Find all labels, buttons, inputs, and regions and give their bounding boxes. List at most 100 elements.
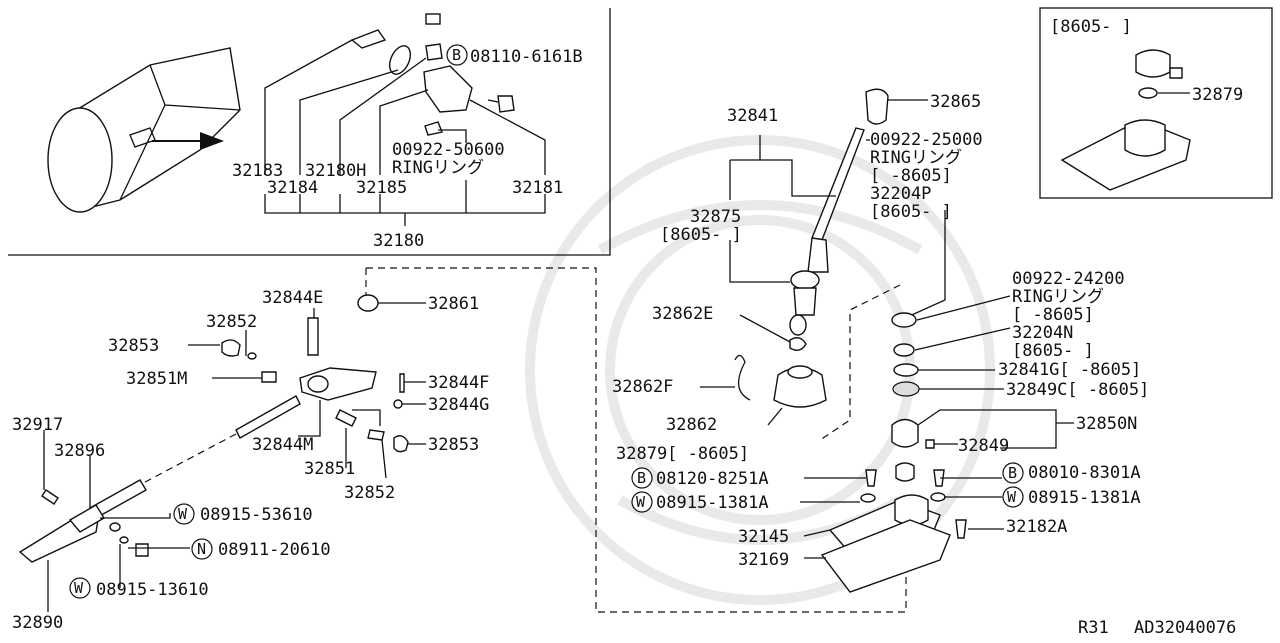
label-32852-bottom: 32852 — [344, 483, 395, 503]
badge-b2-letter: B — [1008, 464, 1017, 482]
transmission-illustration — [47, 47, 241, 213]
label-08110-6161B: 08110-6161B — [470, 47, 583, 67]
label-32879-inset: 32879 — [1192, 85, 1243, 105]
badge-w4-letter: W — [74, 579, 84, 597]
label-32841: 32841 — [727, 106, 778, 126]
inset-border — [8, 8, 611, 256]
badge-w1-letter: W — [636, 493, 646, 511]
label-08915-13610: 08915-13610 — [96, 580, 209, 600]
badge-w2-letter: W — [1007, 488, 1017, 506]
dashed-boundary — [366, 267, 907, 613]
label-08915-53610: 08915-53610 — [200, 505, 313, 525]
label-32879: 32879[ -8605] — [616, 444, 749, 464]
label-32853-right: 32853 — [428, 435, 479, 455]
lever-ball — [790, 270, 820, 290]
plug-top — [425, 13, 441, 25]
label-32180: 32180 — [373, 231, 424, 251]
knob-32865 — [865, 88, 889, 125]
badge-b1-letter: B — [637, 469, 646, 487]
label-32204N: 32204N — [1012, 323, 1073, 343]
label-32875: 32875 — [690, 207, 741, 227]
knob-32917 — [41, 489, 59, 505]
label-32862E: 32862E — [652, 304, 713, 324]
pin-32849 — [925, 439, 935, 449]
label-32875-range: [8605- ] — [660, 225, 742, 245]
ring-inset — [1138, 87, 1158, 99]
label-32861: 32861 — [428, 294, 479, 314]
shift-linkage-assembly: 32844E 32861 32852 32853 32851M 32844F 3… — [12, 288, 489, 633]
gasket-32169 — [820, 519, 951, 593]
label-32896: 32896 — [54, 441, 105, 461]
label-32204P-range: [8605- ] — [870, 202, 952, 222]
badge-w3 — [173, 503, 195, 525]
transmission-inset: 32183 32180H 32184 32185 32181 32180 B 0… — [8, 8, 611, 256]
ball-32844G — [393, 399, 403, 409]
rod-32851M — [235, 395, 301, 439]
lever-lower — [807, 237, 829, 273]
spring-32862E — [789, 337, 807, 351]
nut-08911 — [135, 543, 149, 557]
label-32184: 32184 — [267, 178, 318, 198]
label-00922-25000: 00922-25000 — [870, 130, 983, 150]
label-00922-24200: 00922-24200 — [1012, 269, 1125, 289]
spring-stack — [895, 462, 915, 482]
label-32182A: 32182A — [1006, 517, 1067, 537]
label-32851M: 32851M — [126, 369, 187, 389]
badge-n1-letter: N — [197, 540, 206, 558]
ring-32849C — [892, 381, 920, 397]
label-32853-top: 32853 — [108, 336, 159, 356]
label-32862F: 32862F — [612, 377, 673, 397]
housing-32181 — [423, 65, 473, 113]
label-ring1-range: [ -8605] — [870, 166, 952, 186]
footer-code: AD32040076 — [1134, 618, 1236, 638]
spring-32185 — [425, 43, 443, 61]
label-32844M: 32844M — [252, 435, 313, 455]
bushing-32850N — [891, 418, 919, 448]
label-08010-8301A: 08010-8301A — [1028, 463, 1141, 483]
bushing-32853-b — [393, 435, 409, 453]
label-32852-top: 32852 — [206, 312, 257, 332]
label-32851: 32851 — [304, 459, 355, 479]
bolt-badge-b — [446, 44, 468, 66]
label-ring2-range: [ -8605] — [1012, 305, 1094, 325]
label-00922-50600: 00922-50600 — [392, 140, 505, 160]
washer-1 — [860, 493, 876, 503]
label-32204P: 32204P — [870, 184, 931, 204]
bolt-08010 — [933, 469, 945, 487]
shift-lever-assembly: 32865 32841 00922-25000 RINGリング [ -8605]… — [612, 88, 983, 464]
bushing-32861 — [357, 294, 379, 312]
lever-tip — [789, 314, 807, 336]
badge-n1 — [191, 538, 213, 560]
badge-b1 — [631, 467, 653, 489]
seat-32204N — [893, 343, 915, 357]
label-32844F: 32844F — [428, 373, 489, 393]
label-08120-8251A: 08120-8251A — [656, 469, 769, 489]
label-32145: 32145 — [738, 527, 789, 547]
label-32185: 32185 — [356, 178, 407, 198]
label-08915-1381A-right: 08915-1381A — [1028, 488, 1141, 508]
shifter-base-assembly: 00922-24200 RINGリング [ -8605] 32204N [860… — [631, 269, 1149, 593]
clip-inset — [1169, 67, 1183, 79]
inset-range: [8605- ] — [1050, 17, 1132, 37]
inset-box — [1039, 7, 1273, 199]
label-ring-24200: RINGリング — [1012, 287, 1104, 307]
bushing-32853-a — [221, 339, 241, 357]
lever-joint — [793, 287, 817, 316]
bolt-32182A — [955, 519, 967, 539]
label-32850N: 32850N — [1076, 414, 1137, 434]
bolt-badge-letter: B — [452, 46, 461, 64]
housing-inset — [1124, 119, 1166, 157]
ring-00922-50600 — [424, 121, 443, 136]
label-32181: 32181 — [512, 178, 563, 198]
badge-w2 — [1002, 486, 1024, 508]
label-08915-1381A-left: 08915-1381A — [656, 493, 769, 513]
label-32204N-range: [8605- ] — [1012, 341, 1094, 361]
label-32169: 32169 — [738, 550, 789, 570]
bolt-08120 — [865, 469, 877, 487]
footer-model: R31 — [1078, 618, 1109, 638]
washer-2 — [930, 492, 946, 502]
gasket-32180H — [388, 45, 412, 75]
label-32865: 32865 — [930, 92, 981, 112]
badge-w3-letter: W — [178, 505, 188, 523]
